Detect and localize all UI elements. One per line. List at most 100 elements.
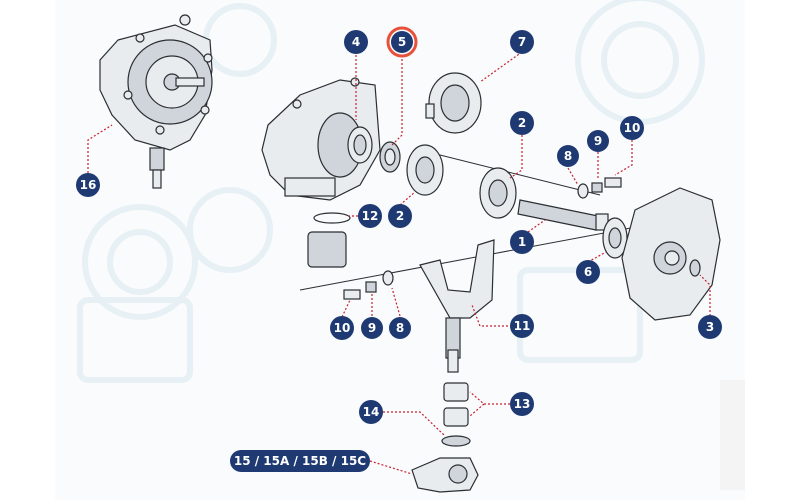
leader-2a [509,135,523,179]
leader-14 [383,411,445,436]
callout-2-upper: 2 [510,111,534,135]
callout-label: 14 [363,405,380,419]
callout-label: 9 [594,134,602,148]
gearbox-shaft [175,77,205,87]
callout-label: 4 [352,35,360,49]
callout-label: 13 [514,397,531,411]
shaft-axis-line [419,149,601,196]
gearbox-bolt [203,53,213,63]
callout-16: 16 [76,173,100,197]
part-6-seal [602,217,628,259]
part-14-washer [441,435,471,447]
leader-8b [391,287,401,317]
cover-hub-core [664,250,680,266]
bg-flywheel-right-inner [601,21,679,99]
callout-label: 3 [706,320,714,334]
part-10-pin [343,289,361,300]
callout-label: 10 [334,321,351,335]
callout-bubble [330,316,354,340]
callout-6: 6 [576,260,600,284]
bearing-inner [488,179,508,207]
callout-label: 11 [514,319,531,333]
callout-bubble [587,130,609,152]
callout-bubble [510,392,534,416]
fork-spline [447,349,459,373]
callout-bubble [510,314,534,338]
callout-2-lower: 2 [388,204,412,228]
leader-15 [369,460,413,475]
part-7-cam-ring [425,72,482,134]
bg-disc-lower [187,187,273,273]
callout-label: 2 [518,116,526,130]
banner-15: 15 / 15A / 15B / 15C [230,450,370,472]
part-8-washer [382,270,394,286]
leader-13b [469,403,485,417]
part-9-bushing [591,182,603,193]
needle-bearing-inner [384,148,396,166]
leader-16 [87,124,113,177]
gearbox-bolt [200,105,210,115]
leader-10b [341,299,351,318]
callout-8-upper: 8 [557,145,579,167]
transmission-housing [261,77,381,201]
leader-5 [391,55,403,146]
callout-highlight-ring [386,26,418,58]
part-8-washer [577,183,589,199]
bg-wheel-left [82,204,198,320]
pin-set-upper [577,177,622,199]
callout-label: 1 [518,235,526,249]
part-2-bearing-right [479,167,517,219]
callout-10-lower: 10 [330,316,354,340]
callout-bubble [510,230,534,254]
part-2-bearing-left [406,144,444,196]
callout-bubble [76,173,100,197]
leader-3 [699,274,711,316]
pin-set-lower [343,270,394,300]
leader-10a [614,140,633,176]
gearbox-bolt [123,90,133,100]
callout-10-upper: 10 [620,116,644,140]
callout-label: 9 [368,321,376,335]
callout-label: 16 [80,178,97,192]
filter-block [307,231,347,268]
callout-label: 10 [624,121,641,135]
leader-11 [471,304,512,327]
callout-label: 5 [398,35,406,49]
callout-3: 3 [698,315,722,339]
callout-bubble [388,204,412,228]
housing-bolt [350,77,360,87]
callout-5: 5 [386,26,418,58]
callout-1: 1 [510,230,534,254]
callout-bubble [391,31,413,53]
callout-bubble [620,116,644,140]
callout-bubble [361,317,383,339]
bushing-upper [443,382,469,402]
banner-label: 15 / 15A / 15B / 15C [234,454,366,468]
leader-7 [479,51,523,83]
callout-bubble [576,260,600,284]
bearing-inner [415,156,435,184]
callout-bubble [389,317,411,339]
callout-bubble [510,30,534,54]
callout-bubble [557,145,579,167]
callout-7: 7 [510,30,534,54]
housing-bolt [292,99,302,109]
leader-lines [87,51,711,475]
banner-background [230,450,370,472]
cover-seal [689,259,701,277]
part-3-cover [621,187,721,321]
leader-1 [527,219,546,233]
part-12-oring [307,212,351,268]
leader-6 [587,251,607,263]
callout-label: 6 [584,265,592,279]
callout-bubble [698,315,722,339]
part-13-bushings [443,382,469,427]
callouts: 4 5 7 2 9 10 8 16 12 2 1 6 3 10 9 8 11 1… [76,26,722,424]
callout-bubble [344,30,368,54]
part-5-needle-bearing [379,141,401,173]
bearing-inner [353,134,367,156]
callout-13: 13 [510,392,534,416]
callout-12: 12 [358,204,382,228]
callout-14: 14 [359,400,383,424]
